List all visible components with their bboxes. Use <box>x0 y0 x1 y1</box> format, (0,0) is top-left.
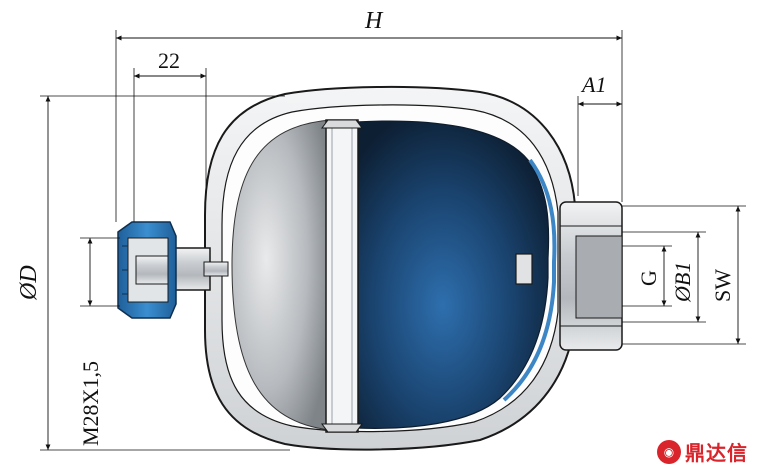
dim-od-label: ØD <box>16 265 42 301</box>
dim-sw-label: SW <box>710 269 735 302</box>
separator-top-clip <box>321 119 363 129</box>
dim-g-label: G <box>636 270 661 286</box>
dim-m28-label: M28X1,5 <box>78 361 103 446</box>
separator-ring <box>325 119 359 433</box>
dim-a1-label: A1 <box>580 72 606 97</box>
dim-b1-label: ØB1 <box>670 262 695 303</box>
watermark: ◉ 鼎达信 <box>657 437 748 466</box>
dim-h-label: H <box>364 8 384 34</box>
dim-22-label: 22 <box>158 48 180 73</box>
bladder-band <box>502 158 557 402</box>
gas-valve-stem <box>203 261 229 277</box>
gas-valve-core <box>135 255 169 285</box>
separator-bottom-clip <box>321 423 363 433</box>
logo-icon: ◉ <box>657 439 681 464</box>
watermark-text: 鼎达信 <box>685 441 748 465</box>
poppet-valve <box>515 253 533 285</box>
bladder <box>355 120 550 429</box>
oil-port-bore <box>575 235 623 319</box>
